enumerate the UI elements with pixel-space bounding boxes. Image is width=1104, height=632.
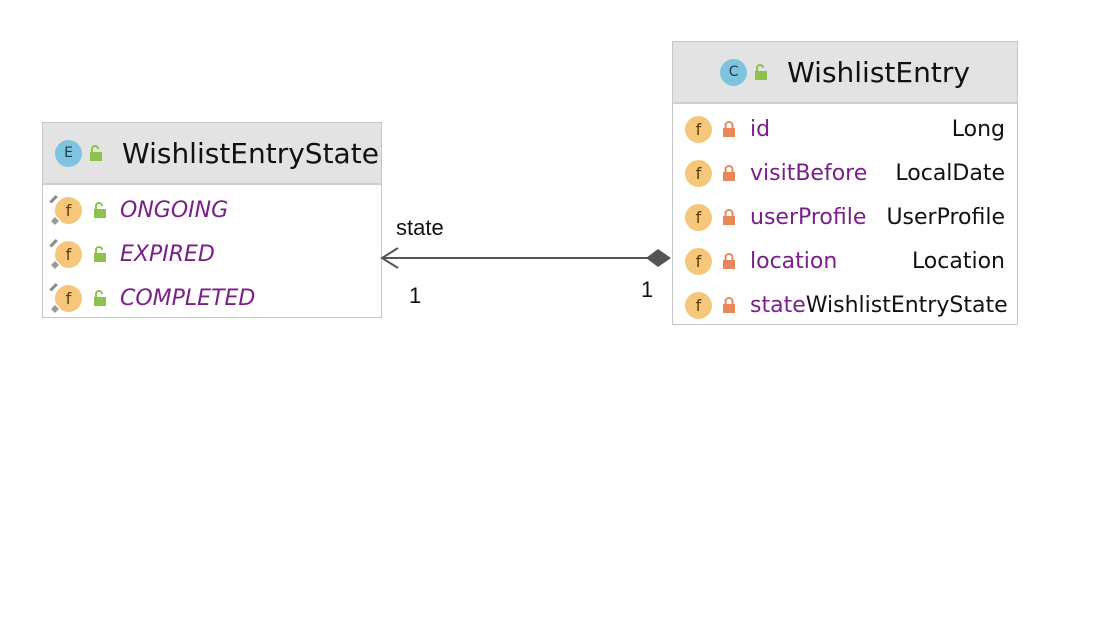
field-icon: f <box>685 159 712 187</box>
entity-field-row[interactable]: f userProfile UserProfile <box>673 195 1017 239</box>
field-name: visitBefore <box>750 160 868 186</box>
public-visibility-icon <box>92 201 108 219</box>
static-marker-icon <box>49 238 58 248</box>
enum-kind-icon: E <box>55 139 82 167</box>
entity-class-box[interactable]: C WishlistEntry f id Long f visitBefore … <box>672 41 1018 325</box>
field-badge-letter: f <box>695 295 702 315</box>
field-type: LocalDate <box>895 160 1005 186</box>
target-multiplicity-label: 1 <box>409 283 422 308</box>
enum-constant-row[interactable]: f COMPLETED <box>43 276 381 320</box>
private-visibility-icon <box>722 253 736 269</box>
static-marker-icon <box>49 282 58 292</box>
private-visibility-icon <box>722 209 736 225</box>
static-field-icon: f <box>49 194 82 227</box>
source-multiplicity-label: 1 <box>641 277 654 302</box>
field-name: id <box>750 116 771 142</box>
field-icon: f <box>685 203 712 231</box>
field-name: state <box>750 292 806 318</box>
entity-field-row[interactable]: f visitBefore LocalDate <box>673 151 1017 195</box>
field-name: location <box>750 248 838 274</box>
field-name: userProfile <box>750 204 867 230</box>
field-badge-letter: f <box>695 251 702 271</box>
private-visibility-icon <box>722 297 736 313</box>
final-marker-icon <box>49 214 61 227</box>
final-marker-icon <box>49 302 61 315</box>
field-icon: f <box>685 115 712 143</box>
public-visibility-icon <box>92 289 108 307</box>
enum-constant-name: ONGOING <box>120 197 229 223</box>
entity-fields-list: f id Long f visitBefore LocalDate f user… <box>673 104 1017 327</box>
enum-class-name: WishlistEntryState <box>122 136 379 170</box>
entity-class-header: C WishlistEntry <box>673 42 1017 104</box>
entity-field-row[interactable]: f state WishlistEntryState <box>673 283 1017 327</box>
static-field-icon: f <box>49 238 82 271</box>
field-badge-letter: f <box>695 119 702 139</box>
entity-class-name: WishlistEntry <box>787 55 970 89</box>
field-type: Long <box>951 116 1005 142</box>
private-visibility-icon <box>722 165 736 181</box>
field-icon: f <box>685 247 712 275</box>
enum-constant-row[interactable]: f EXPIRED <box>43 232 381 276</box>
association-role-label: state <box>396 215 444 240</box>
public-visibility-icon <box>753 63 769 81</box>
field-badge-letter: f <box>695 207 702 227</box>
entity-field-row[interactable]: f id Long <box>673 107 1017 151</box>
entity-field-row[interactable]: f location Location <box>673 239 1017 283</box>
public-visibility-icon <box>92 245 108 263</box>
static-marker-icon <box>49 194 58 204</box>
field-icon: f <box>685 291 712 319</box>
static-field-icon: f <box>49 282 82 315</box>
final-marker-icon <box>49 258 61 271</box>
field-type: WishlistEntryState <box>805 292 1008 318</box>
field-badge-letter: f <box>65 288 72 308</box>
navigation-arrowhead-icon <box>380 247 399 269</box>
enum-constant-name: EXPIRED <box>120 241 215 267</box>
field-type: UserProfile <box>886 204 1005 230</box>
class-kind-icon: C <box>720 58 748 86</box>
enum-class-header: E WishlistEntryState <box>43 123 381 185</box>
field-badge-letter: f <box>65 244 72 264</box>
private-visibility-icon <box>722 121 736 137</box>
enum-constant-row[interactable]: f ONGOING <box>43 188 381 232</box>
field-badge-letter: f <box>65 200 72 220</box>
field-badge-letter: f <box>695 163 702 183</box>
public-visibility-icon <box>88 144 104 162</box>
enum-class-box[interactable]: E WishlistEntryState f ONGOING f <box>42 122 382 318</box>
enum-constants-list: f ONGOING f EXPIRED f <box>43 185 381 320</box>
enum-constant-name: COMPLETED <box>120 285 256 311</box>
composition-diamond-icon <box>646 249 671 267</box>
field-type: Location <box>911 248 1005 274</box>
